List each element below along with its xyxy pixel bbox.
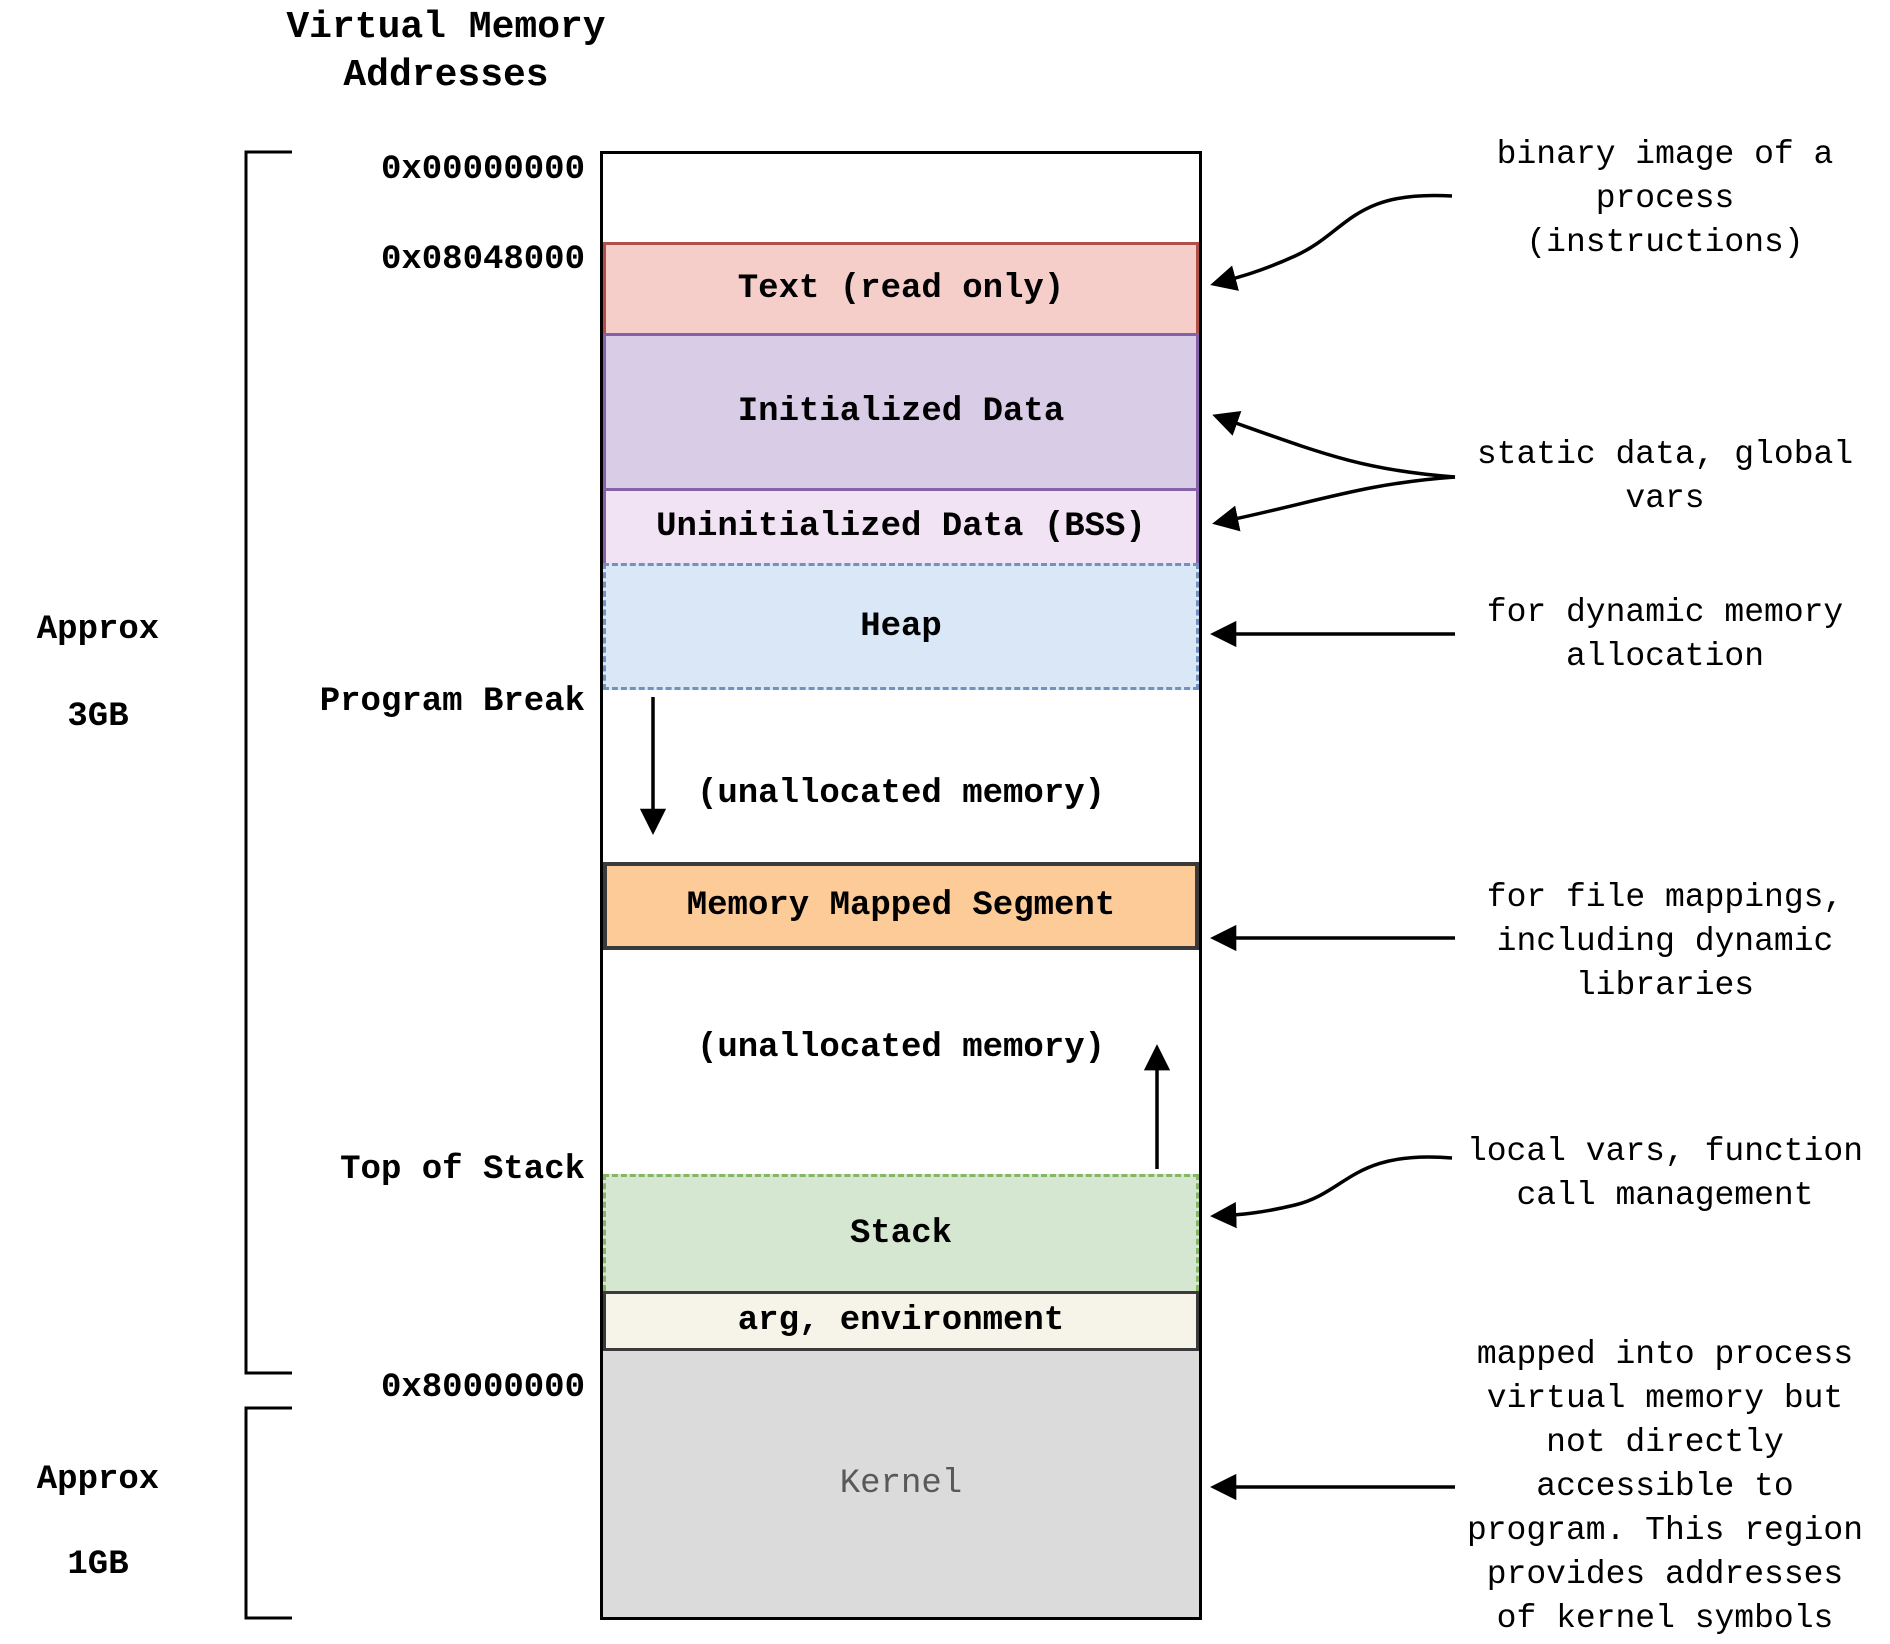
segment-kernel: Kernel <box>603 1351 1199 1617</box>
address-0x80000000: 0x80000000 <box>380 1369 585 1407</box>
segment-heap-label: Heap <box>860 607 942 646</box>
segment-kernel-label: Kernel <box>839 1465 963 1503</box>
annotation-binary-image: binary image of a process (instructions) <box>1440 133 1890 265</box>
annotation-line: mapped into process <box>1476 1336 1854 1373</box>
segment-uninitialized-data-bss: Uninitialized Data (BSS) <box>603 488 1199 563</box>
annotation-line: allocation <box>1565 638 1765 675</box>
memory-map-box: Text (read only) Initialized Data Uninit… <box>600 151 1202 1620</box>
annotation-line: for dynamic memory <box>1486 594 1844 631</box>
segment-bss-label: Uninitialized Data (BSS) <box>656 508 1146 546</box>
diagram-title-line2: Addresses <box>343 54 549 97</box>
annotation-static-data: static data, global vars <box>1440 433 1890 521</box>
segment-unallocated-2-label: (unallocated memory) <box>696 1029 1106 1067</box>
annotation-line: including dynamic <box>1496 923 1834 960</box>
annotation-local-vars: local vars, function call management <box>1440 1130 1890 1218</box>
program-break-label: Program Break <box>319 683 585 721</box>
segment-stack: Stack <box>603 1174 1199 1291</box>
annotation-line: call management <box>1516 1177 1814 1214</box>
segment-arg-environment-label: arg, environment <box>737 1302 1065 1340</box>
annotation-line: virtual memory but <box>1486 1380 1844 1417</box>
annotation-line: process <box>1595 180 1735 217</box>
annotation-line: vars <box>1625 480 1705 517</box>
segment-stack-label: Stack <box>849 1215 953 1253</box>
arrow-static-to-bss <box>1212 475 1456 532</box>
annotation-line: accessible to <box>1536 1468 1794 1505</box>
annotation-line: not directly <box>1546 1424 1784 1461</box>
segment-text-label: Text (read only) <box>737 270 1065 308</box>
annotation-file-mappings: for file mappings, including dynamic lib… <box>1440 876 1890 1008</box>
segment-unallocated-2: (unallocated memory) <box>603 950 1199 1174</box>
annotation-line: provides addresses <box>1486 1556 1844 1593</box>
annotation-line: (instructions) <box>1526 224 1804 261</box>
annotation-line: program. This region <box>1466 1512 1864 1549</box>
address-0x08048000: 0x08048000 <box>380 241 585 279</box>
arrow-binary-to-text <box>1210 193 1453 291</box>
segment-unallocated-1: (unallocated memory) <box>603 690 1199 862</box>
diagram-title: Virtual Memory Addresses <box>186 4 706 100</box>
address-0x00000000: 0x00000000 <box>380 151 585 189</box>
approx-1gb-label-line2: 1GB <box>67 1546 129 1584</box>
arrow-static-to-initialized <box>1212 411 1456 479</box>
annotation-line: static data, global <box>1476 436 1854 473</box>
diagram-title-line1: Virtual Memory <box>286 6 606 49</box>
arrow-localvars-to-stack <box>1210 1155 1453 1229</box>
annotation-line: for file mappings, <box>1486 879 1844 916</box>
approx-3gb-label-line1: Approx <box>36 611 160 649</box>
annotation-line: binary image of a <box>1496 136 1834 173</box>
annotation-line: libraries <box>1575 967 1755 1004</box>
bracket-1gb <box>244 1406 292 1620</box>
segment-initialized-data-label: Initialized Data <box>737 393 1065 431</box>
segment-memory-mapped-label: Memory Mapped Segment <box>686 887 1116 925</box>
approx-1gb-label-line1: Approx <box>36 1461 160 1499</box>
segment-heap: Heap <box>603 563 1199 690</box>
annotation-line: local vars, function <box>1466 1133 1864 1170</box>
annotation-kernel-mapping: mapped into process virtual memory but n… <box>1440 1333 1890 1641</box>
segment-top-empty <box>603 154 1199 242</box>
annotation-dynamic-memory: for dynamic memory allocation <box>1440 591 1890 679</box>
segment-memory-mapped: Memory Mapped Segment <box>603 862 1199 950</box>
segment-arg-environment: arg, environment <box>603 1291 1199 1351</box>
annotation-line: of kernel symbols <box>1496 1600 1834 1637</box>
segment-initialized-data: Initialized Data <box>603 333 1199 488</box>
segment-unallocated-1-label: (unallocated memory) <box>696 775 1106 813</box>
segment-text: Text (read only) <box>603 242 1199 333</box>
approx-3gb-label-line2: 3GB <box>67 698 129 736</box>
top-of-stack-label: Top of Stack <box>340 1151 585 1189</box>
